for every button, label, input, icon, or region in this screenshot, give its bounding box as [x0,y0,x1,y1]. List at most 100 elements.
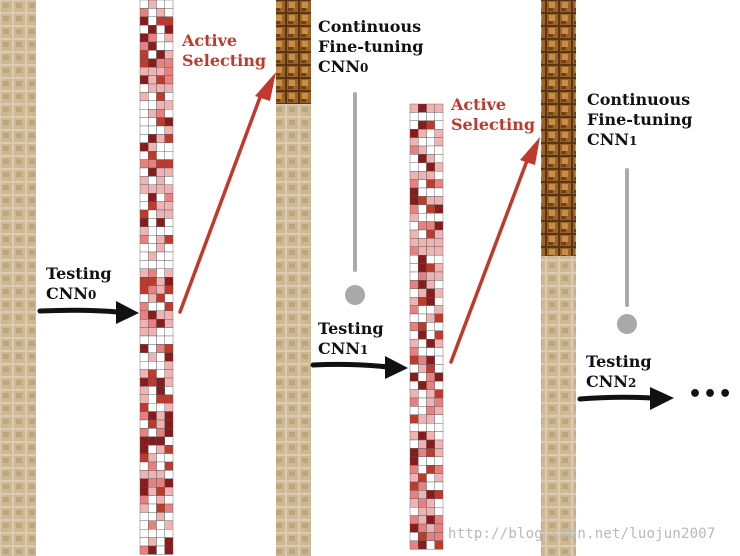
grid-cell [164,403,174,412]
grid-cell [148,520,157,530]
grid-cell [426,154,435,163]
grid-cell [148,50,157,60]
grid-cell [409,431,419,441]
grid-cell [426,439,435,449]
grid-cell [409,507,419,516]
testing-cnn2-sub: 2 [627,376,637,390]
grid-cell [418,423,427,432]
grid-cell [139,520,149,530]
grid-cell [418,263,427,273]
grid-cell [409,288,419,298]
grid-cell [426,397,435,407]
testing-arrow-cnn2 [577,387,674,410]
grid-cell [139,100,149,110]
active-selecting-arrow-1 [178,72,276,314]
testing-cnn0-line2: CNN [46,284,88,303]
grid-cell [409,204,419,214]
grid-cell [418,456,427,466]
grid-cell [148,92,157,102]
grid-cell [139,394,149,404]
finetune-cnn0-label: Continuous Fine-tuning CNN0 [318,17,423,78]
labeled-samples-block-1 [276,0,311,104]
grid-cell [148,184,157,194]
grid-cell [426,523,435,533]
grid-cell [164,25,174,34]
grid-cell [164,419,174,429]
grid-cell [148,411,157,421]
grid-cell [156,277,165,286]
grid-cell [426,456,435,466]
grid-cell [139,537,149,547]
active-selecting-1-line1: Active [182,31,238,50]
grid-cell [434,532,444,542]
grid-cell [156,125,165,135]
grid-cell [156,302,165,311]
grid-cell [164,209,174,219]
grid-cell [148,0,157,9]
labeled-samples-block-2 [541,0,576,256]
grid-cell [148,545,157,555]
grid-cell [156,25,165,34]
grid-cell [156,520,165,530]
grid-cell [156,0,165,9]
grid-cell [139,293,149,303]
grid-cell [148,209,157,219]
grid-cell [139,159,149,169]
grid-cell [426,246,435,256]
grid-cell [409,212,419,222]
grid-cell [156,319,165,328]
grid-cell [139,344,149,353]
grid-cell [434,372,444,382]
grid-cell [148,394,157,404]
grid-cell [418,490,427,499]
grid-cell [409,465,419,474]
grid-cell [418,187,427,197]
grid-cell [139,470,149,479]
grid-cell [409,347,419,357]
grid-cell [426,507,435,516]
grid-cell [148,16,157,26]
grid-cell [409,221,419,231]
grid-cell [409,448,419,457]
grid-cell [148,352,157,362]
grid-cell [156,66,165,76]
grid-cell [434,313,444,323]
grid-cell [164,352,174,362]
grid-cell [164,33,174,43]
grid-cell [139,41,149,51]
grid-cell [156,243,165,253]
grid-cell [156,529,165,538]
grid-cell [139,192,149,202]
grid-cell [426,103,435,113]
grid-cell [418,103,427,113]
grid-cell [426,204,435,214]
grid-cell [426,431,435,441]
grid-cell [139,310,149,320]
grid-cell [434,179,444,189]
grid-cell [418,154,427,163]
grid-cell [418,280,427,289]
grid-cell [139,0,149,9]
grid-cell [409,372,419,382]
grid-cell [164,108,174,118]
grid-cell [148,150,157,160]
grid-cell [418,288,427,298]
grid-cell [156,83,165,93]
grid-cell [156,201,165,211]
grid-cell [434,120,444,130]
grid-cell [156,218,165,227]
grid-cell [418,128,427,138]
grid-cell [164,453,174,463]
grid-cell [409,254,419,264]
grid-cell [148,159,157,169]
grid-cell [139,184,149,194]
grid-cell [139,209,149,219]
grid-cell [418,212,427,222]
grid-cell [156,209,165,219]
grid-cell [164,394,174,404]
grid-cell [409,128,419,138]
grid-cell [409,339,419,348]
grid-cell [409,322,419,331]
grid-cell [409,498,419,508]
grid-cell [148,268,157,278]
